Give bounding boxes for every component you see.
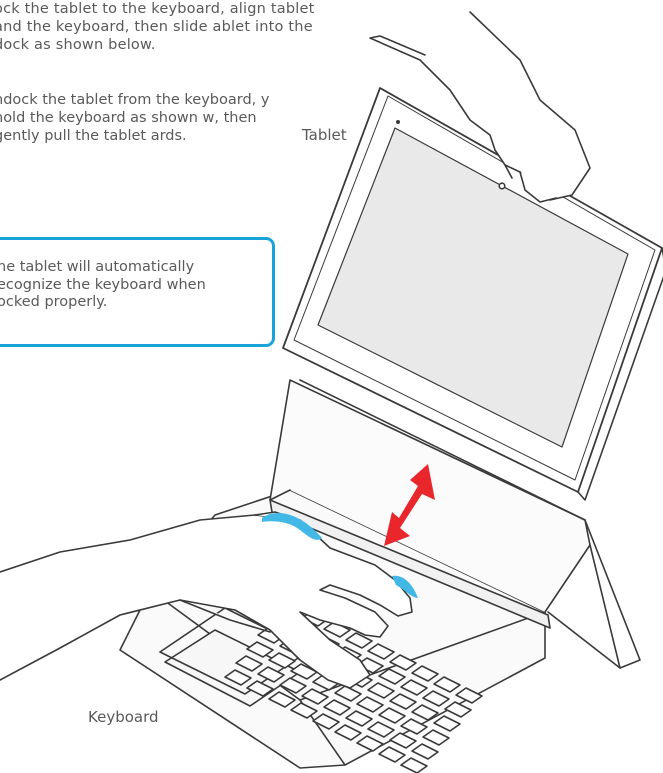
keyboard-key bbox=[379, 747, 405, 762]
tablet-label: Tablet bbox=[302, 126, 347, 144]
keyboard-key bbox=[401, 758, 427, 773]
keyboard-key bbox=[423, 730, 449, 745]
keyboard-key bbox=[412, 744, 438, 759]
keyboard-label: Keyboard bbox=[88, 708, 159, 726]
keyboard-key bbox=[434, 716, 460, 731]
